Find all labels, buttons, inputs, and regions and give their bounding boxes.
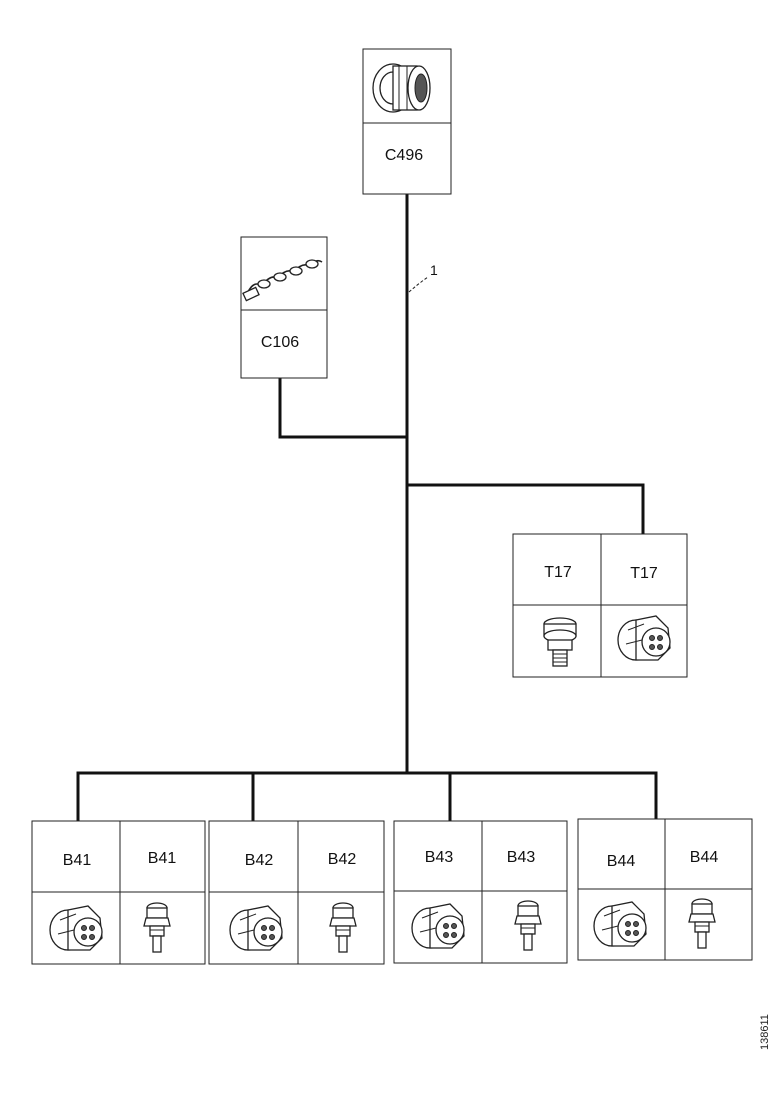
t17-branch-wire xyxy=(405,483,645,537)
b41-component-card: B41 B41 xyxy=(31,820,206,965)
round-connector-icon xyxy=(372,63,431,113)
t17-label-left: T17 xyxy=(544,564,572,581)
b42-connector-label: B42 xyxy=(245,852,274,869)
b42-component-card: B42 B42 xyxy=(208,820,385,965)
harness-callout: 1 xyxy=(408,262,438,293)
b44-component-card: B44 B44 xyxy=(577,818,753,961)
c496-label: C496 xyxy=(385,147,423,164)
t17-component-card: T17 T17 xyxy=(512,533,688,678)
c106-connector-card: C106 xyxy=(240,236,328,379)
drawing-id: 138611 xyxy=(759,1014,771,1050)
b43-component-card: B43 B43 xyxy=(393,820,568,964)
b44-sensor-label: B44 xyxy=(690,849,719,866)
c496-connector-card: C496 xyxy=(362,48,452,195)
t17-label-right: T17 xyxy=(630,565,658,582)
b41-sensor-label: B41 xyxy=(148,850,177,867)
c106-label: C106 xyxy=(261,334,299,351)
c106-branch-wire xyxy=(278,378,409,439)
wire-harness xyxy=(76,194,658,823)
b43-connector-label: B43 xyxy=(425,849,454,866)
b43-sensor-label: B43 xyxy=(507,849,536,866)
callout-number: 1 xyxy=(430,262,438,278)
b44-connector-label: B44 xyxy=(607,853,636,870)
b41-connector-label: B41 xyxy=(63,852,92,869)
b42-sensor-label: B42 xyxy=(328,851,357,868)
